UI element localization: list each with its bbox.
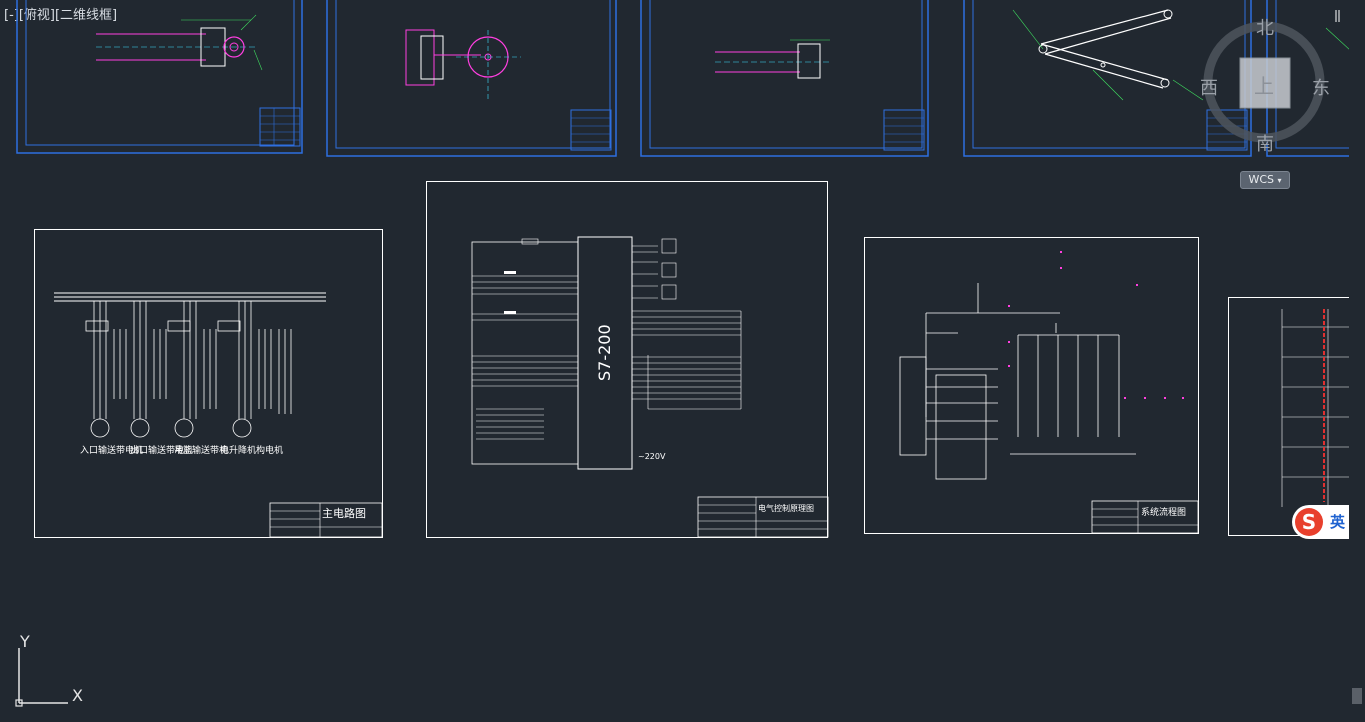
sogou-logo-icon: S (1295, 508, 1323, 536)
drawing-sheet-3[interactable] (640, 0, 930, 158)
vertical-scrollbar[interactable] (1349, 0, 1365, 722)
drawing-sheet-partial[interactable] (1228, 297, 1350, 537)
drawing-sheet-2[interactable] (326, 0, 618, 158)
ucs-icon: Y X (10, 632, 90, 712)
motor-label-1: 入口输送带电机 (80, 444, 143, 456)
viewcube-west[interactable]: 西 (1200, 78, 1218, 99)
motor-label-4: 电升降机构电机 (220, 444, 283, 456)
motor-label-2: 出口输送带电机 (130, 444, 193, 456)
drawing-sheet-1[interactable] (16, 0, 304, 155)
motor-label-3: 吊篮输送带机 (174, 444, 228, 456)
wcs-menu-button[interactable]: WCS ▾ (1240, 171, 1290, 189)
scrollbar-thumb[interactable] (1352, 688, 1362, 704)
supply-voltage: ~220V (638, 452, 666, 461)
main-circuit-title: 主电路图 (322, 507, 366, 520)
plc-label: S7-200 (595, 324, 614, 381)
system-flowchart-sheet[interactable]: 系统流程图 (864, 237, 1200, 535)
viewcube-north[interactable]: 北 (1256, 18, 1274, 39)
ucs-x-label: X (72, 686, 83, 705)
main-circuit-sheet[interactable]: 入口输送带电机 出口输送带电机 吊篮输送带机 电升降机构电机 主电路图 (34, 229, 384, 539)
viewcube[interactable]: 北 南 东 西 上 (1196, 18, 1330, 155)
viewcube-south[interactable]: 南 (1256, 134, 1274, 155)
viewcube-east[interactable]: 东 (1312, 78, 1330, 99)
chevron-down-icon: ▾ (1277, 176, 1282, 185)
wcs-label: WCS (1248, 173, 1275, 186)
ime-language-toggle[interactable]: 英 (1330, 513, 1346, 531)
viewcube-top-face[interactable]: 上 (1254, 74, 1274, 98)
viewport-controls-label[interactable]: [-][俯视][二维线框] (4, 8, 118, 23)
plc-title: 电气控制原理图 (758, 503, 814, 513)
plc-schematic-sheet[interactable]: S7-200 ~220V (426, 181, 830, 539)
ucs-y-label: Y (20, 632, 30, 651)
system-title: 系统流程图 (1141, 506, 1186, 518)
